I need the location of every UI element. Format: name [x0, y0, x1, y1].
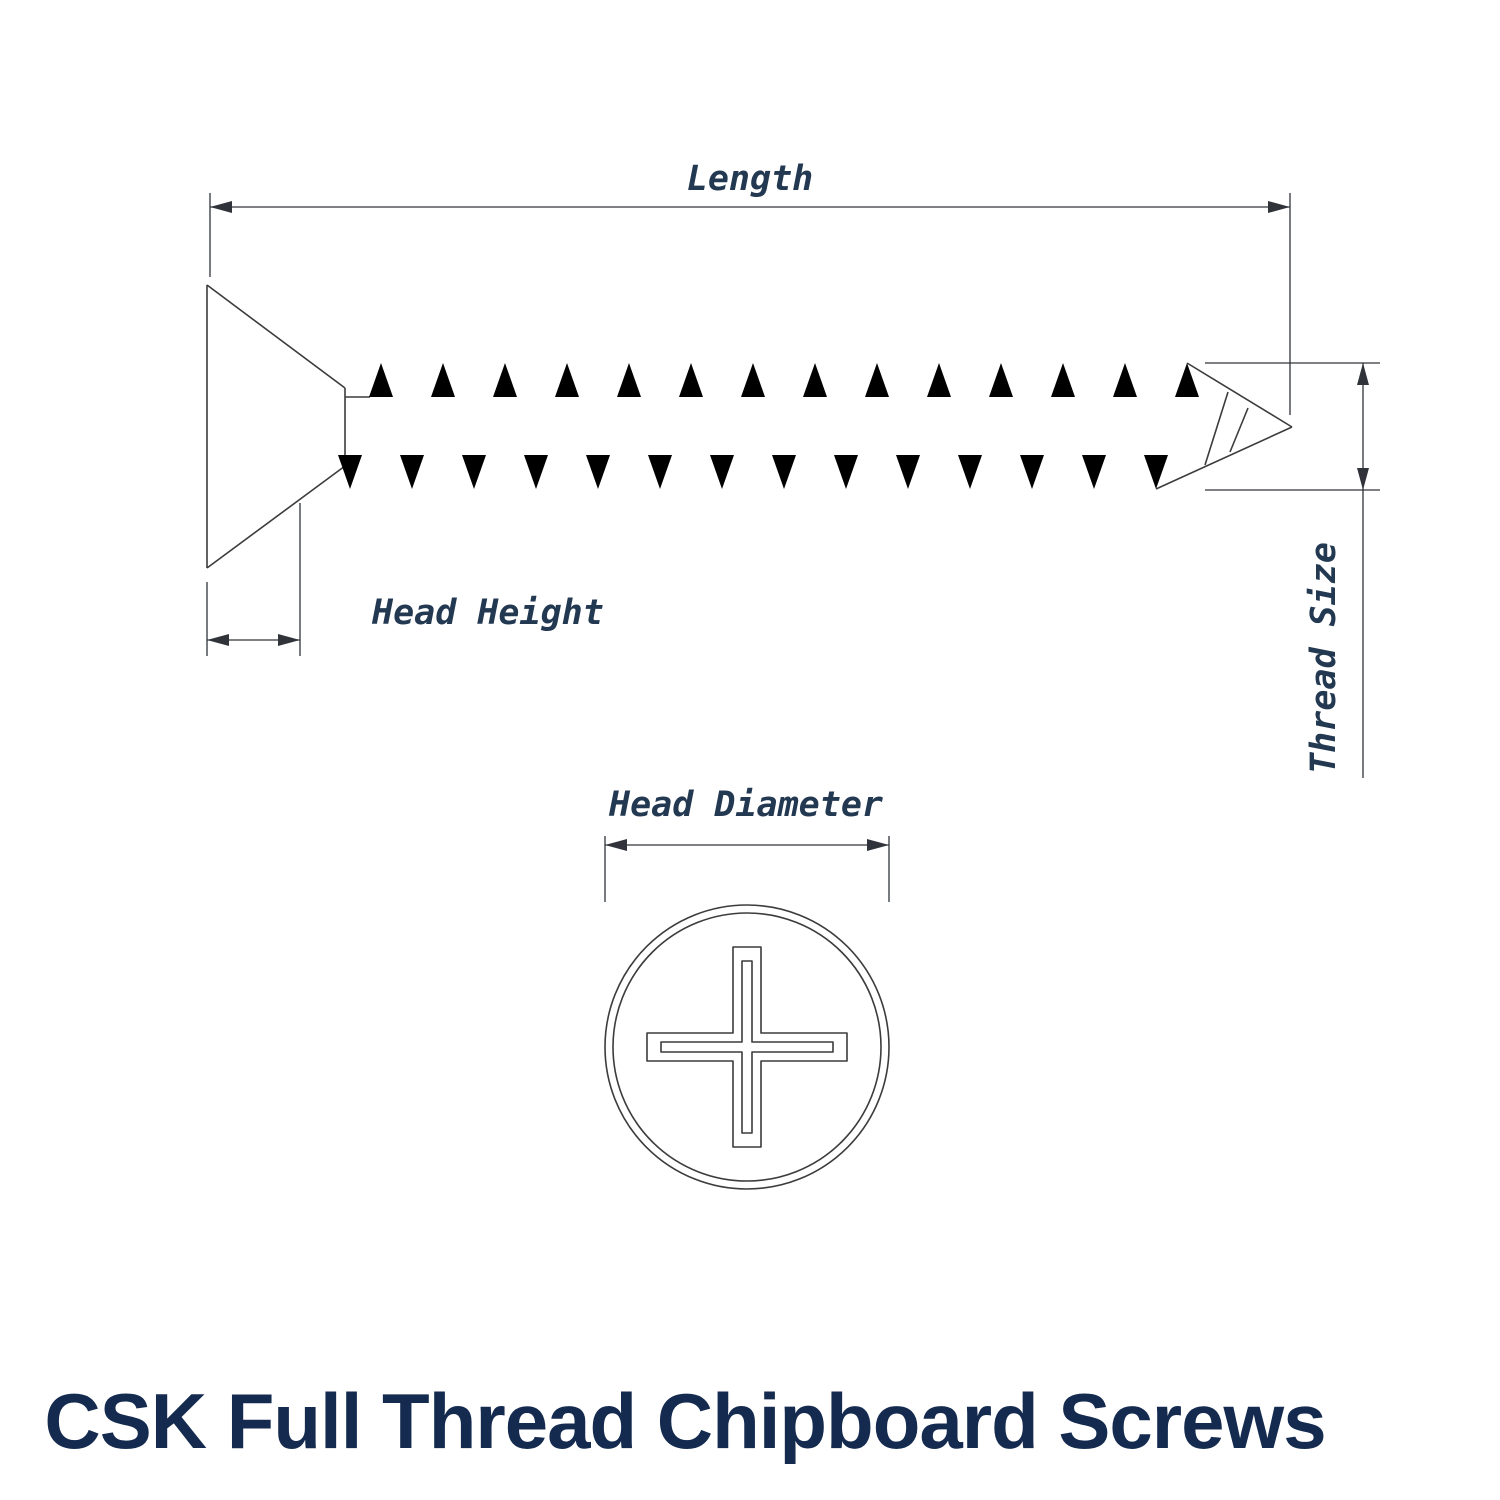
head-inner-circle	[612, 912, 882, 1182]
page-title: CSK Full Thread Chipboard Screws	[44, 1377, 1326, 1465]
arrowhead-right	[278, 634, 300, 646]
thread-size-dimension: Thread Size	[1205, 362, 1380, 778]
phillips-recess-inner	[660, 960, 834, 1134]
thread-size-label: Thread Size	[1304, 542, 1344, 774]
screw-thread	[338, 363, 1237, 489]
length-dimension: Length	[209, 159, 1291, 415]
head-height-dimension: Head Height	[206, 503, 604, 656]
arrowhead-right	[1268, 201, 1290, 213]
arrowhead-left	[210, 201, 232, 213]
length-label: Length	[687, 159, 813, 199]
arrowhead-left	[207, 634, 229, 646]
screw-head-side	[206, 284, 370, 569]
screw-side-view	[206, 284, 1293, 569]
arrowhead-up	[1357, 363, 1369, 385]
head-diameter-label: Head Diameter	[608, 785, 883, 825]
head-diameter-dimension: Head Diameter	[604, 785, 890, 902]
screw-head-top-view	[604, 904, 890, 1190]
arrowhead-down	[1357, 468, 1369, 490]
arrowhead-left	[605, 839, 627, 851]
phillips-recess-outline	[646, 946, 848, 1148]
head-outer-circle	[604, 904, 890, 1190]
arrowhead-right	[867, 839, 889, 851]
head-height-label: Head Height	[371, 593, 604, 633]
screw-tip	[1155, 362, 1293, 490]
